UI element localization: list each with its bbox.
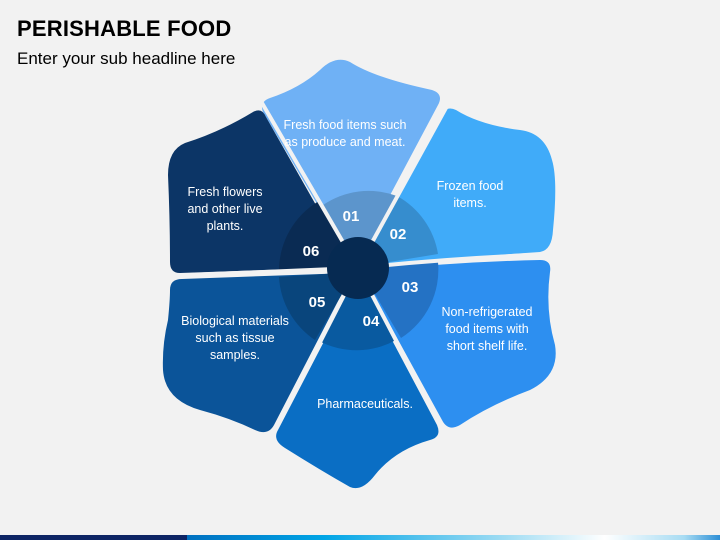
segment-03-text: Non-refrigerated food items with short s… xyxy=(441,305,533,353)
center-hub xyxy=(327,237,389,299)
slide-subtitle: Enter your sub headline here xyxy=(17,49,236,68)
segment-04-shape xyxy=(276,276,439,489)
segment-06-text: Fresh flowers and other live plants. xyxy=(187,185,263,233)
segment-04-number: 04 xyxy=(362,313,380,330)
segment-06-number: 06 xyxy=(302,243,320,260)
segment-02-number: 02 xyxy=(389,226,407,243)
slide-title: PERISHABLE FOOD xyxy=(17,16,232,41)
segment-03-number: 03 xyxy=(401,279,419,296)
segment-01-shape xyxy=(261,59,440,265)
segment-05-text: Biological materials such as tissue samp… xyxy=(181,314,289,362)
segment-05-number: 05 xyxy=(308,294,326,311)
segment-02-text: Frozen food items. xyxy=(436,179,504,210)
segment-01-text: Fresh food items such as produce and mea… xyxy=(283,118,407,149)
segment-04-text: Pharmaceuticals. xyxy=(317,397,413,411)
footer-gradient-bar xyxy=(0,535,720,540)
segment-01-number: 01 xyxy=(342,208,360,225)
